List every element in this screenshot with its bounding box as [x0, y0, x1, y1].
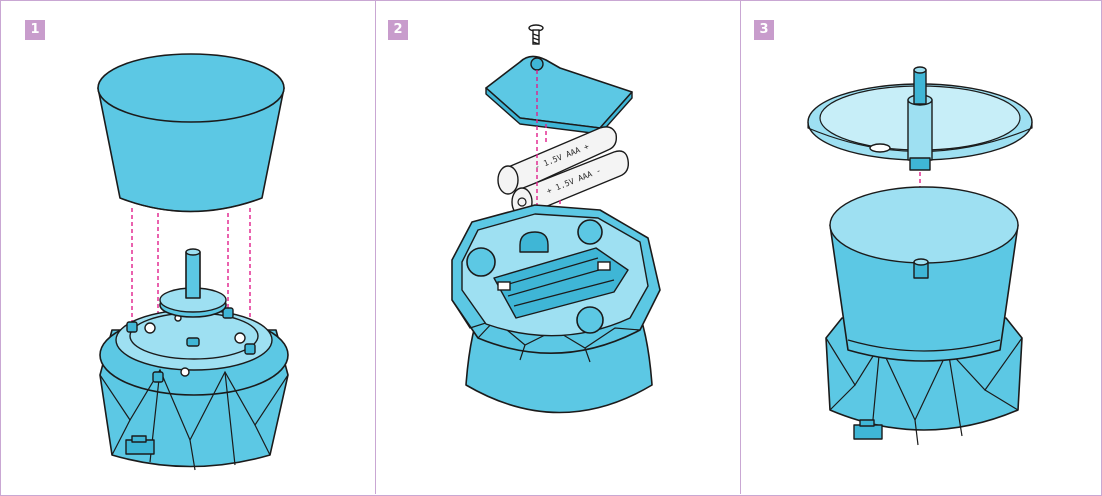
lamp-base — [100, 249, 288, 470]
lamp-base-underside — [452, 205, 660, 413]
step-3-illustration — [808, 67, 1032, 445]
step-1-illustration — [98, 54, 288, 470]
aaa-batteries: - 1.5V AAA + + 1.5V AAA - — [498, 127, 628, 216]
lamp-cover-cup — [98, 54, 284, 212]
assembled-lamp — [826, 187, 1022, 445]
battery-cover — [486, 56, 632, 134]
screw — [529, 25, 543, 44]
projection-disc — [808, 67, 1032, 170]
step-2-illustration: - 1.5V AAA + + 1.5V AAA - — [452, 25, 660, 413]
